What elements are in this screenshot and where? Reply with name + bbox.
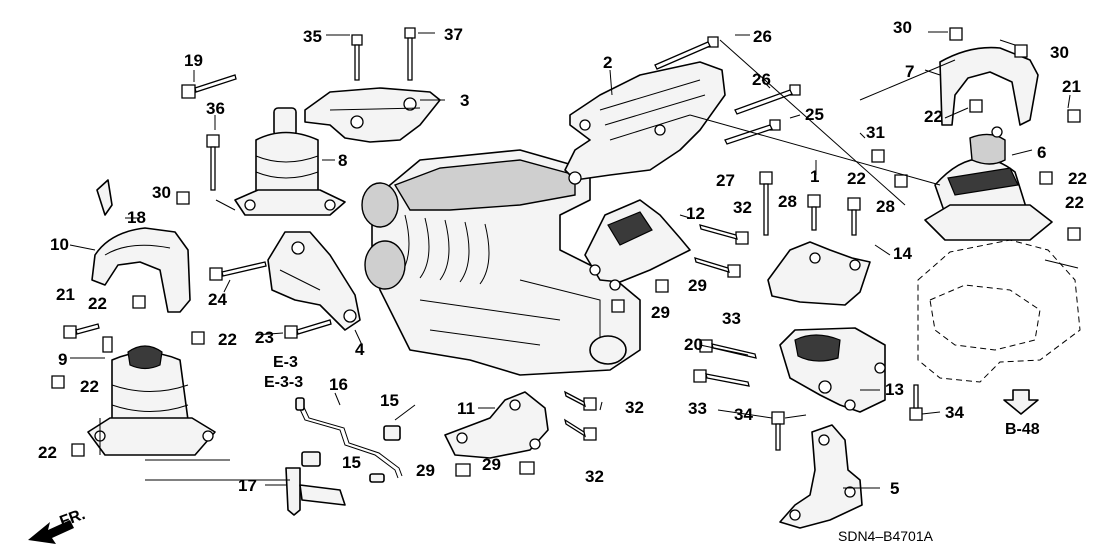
callout-22-h: 22 bbox=[1065, 193, 1084, 212]
callout-32-top: 32 bbox=[733, 198, 752, 217]
callout-15-bottom: 15 bbox=[342, 453, 361, 472]
callout-32-mid: 32 bbox=[625, 398, 644, 417]
callout-7: 7 bbox=[905, 62, 914, 81]
callout-32-bottom: 32 bbox=[585, 467, 604, 486]
callout-15-top: 15 bbox=[380, 391, 399, 410]
callout-5: 5 bbox=[890, 479, 899, 498]
callout-9: 9 bbox=[58, 350, 67, 369]
callout-24: 24 bbox=[208, 290, 227, 309]
callout-22-a: 22 bbox=[88, 294, 107, 313]
callout-6: 6 bbox=[1037, 143, 1046, 162]
ref-e3-3[interactable]: E-3-3 bbox=[264, 374, 303, 391]
bracket-4 bbox=[267, 231, 361, 331]
callout-33-bottom: 33 bbox=[688, 399, 707, 418]
callout-22-e: 22 bbox=[847, 169, 866, 188]
callout-31: 31 bbox=[866, 123, 885, 142]
engine-mount-13 bbox=[779, 327, 886, 413]
arrow-down-icon bbox=[1003, 389, 1039, 415]
callout-29-a: 29 bbox=[688, 276, 707, 295]
callout-16: 16 bbox=[329, 375, 348, 394]
callout-29-d: 29 bbox=[482, 455, 501, 474]
callout-23: 23 bbox=[255, 328, 274, 347]
callout-1: 1 bbox=[810, 167, 819, 186]
bracket-5 bbox=[779, 424, 863, 529]
engine-mount-6 bbox=[924, 126, 1053, 241]
bracket-14 bbox=[767, 241, 871, 306]
callout-37: 37 bbox=[444, 25, 463, 44]
bracket-11 bbox=[444, 391, 549, 459]
stopper-10 bbox=[91, 179, 191, 313]
leader-lines bbox=[69, 31, 1079, 489]
callout-28-right: 28 bbox=[876, 197, 895, 216]
front-direction-arrow-icon bbox=[28, 520, 74, 544]
callout-22-b: 22 bbox=[218, 330, 237, 349]
callout-21-right: 21 bbox=[1062, 77, 1081, 96]
diagram-code: SDN4–B4701A bbox=[838, 528, 934, 544]
callout-14: 14 bbox=[893, 244, 912, 263]
callout-2: 2 bbox=[603, 53, 612, 72]
ref-e3[interactable]: E-3 bbox=[273, 354, 298, 371]
front-direction-label: FR. bbox=[58, 506, 88, 531]
upper-bracket-2 bbox=[564, 61, 726, 185]
callout-11: 11 bbox=[457, 399, 475, 418]
callout-22-c: 22 bbox=[80, 377, 99, 396]
callout-28-left: 28 bbox=[778, 192, 797, 211]
callout-30-left: 30 bbox=[152, 183, 171, 202]
callout-20: 20 bbox=[684, 335, 703, 354]
bracket-3 bbox=[304, 87, 441, 143]
ref-b48[interactable]: B-48 bbox=[1005, 421, 1040, 438]
callout-10: 10 bbox=[50, 235, 69, 254]
callout-22-g: 22 bbox=[1068, 169, 1087, 188]
callout-22-d: 22 bbox=[38, 443, 57, 462]
callout-26-top: 26 bbox=[753, 27, 772, 46]
engine-mount-8 bbox=[234, 107, 346, 216]
engine-mount-9 bbox=[87, 345, 216, 456]
callout-8: 8 bbox=[338, 151, 347, 170]
callout-29-c: 29 bbox=[416, 461, 435, 480]
callout-27: 27 bbox=[716, 171, 735, 190]
callout-34-right: 34 bbox=[945, 403, 964, 422]
callout-13: 13 bbox=[885, 380, 904, 399]
callout-25: 25 bbox=[805, 105, 824, 124]
callout-12: 12 bbox=[686, 204, 705, 223]
callout-3: 3 bbox=[460, 91, 469, 110]
callout-22-f: 22 bbox=[924, 107, 943, 126]
vacuum-hose-assembly bbox=[285, 397, 403, 516]
callout-34-left: 34 bbox=[734, 405, 753, 424]
part-callouts: 35 37 19 36 3 8 30 18 10 21 22 24 22 23 … bbox=[38, 18, 1087, 498]
callout-35: 35 bbox=[303, 27, 322, 46]
engine-block bbox=[361, 149, 641, 376]
callout-33-top: 33 bbox=[722, 309, 741, 328]
callout-18: 18 bbox=[127, 208, 146, 227]
callout-30-right: 30 bbox=[1050, 43, 1069, 62]
reference-frame-outline bbox=[917, 239, 1081, 383]
callout-36: 36 bbox=[206, 99, 225, 118]
callout-4: 4 bbox=[355, 340, 365, 359]
callout-30-top: 30 bbox=[893, 18, 912, 37]
callout-29-b: 29 bbox=[651, 303, 670, 322]
callout-17: 17 bbox=[238, 476, 257, 495]
bracket-12 bbox=[584, 199, 691, 291]
callout-19: 19 bbox=[184, 51, 203, 70]
callout-21-left: 21 bbox=[56, 285, 75, 304]
callout-26-mid: 26 bbox=[752, 70, 771, 89]
fastener-bolts bbox=[51, 27, 1081, 477]
